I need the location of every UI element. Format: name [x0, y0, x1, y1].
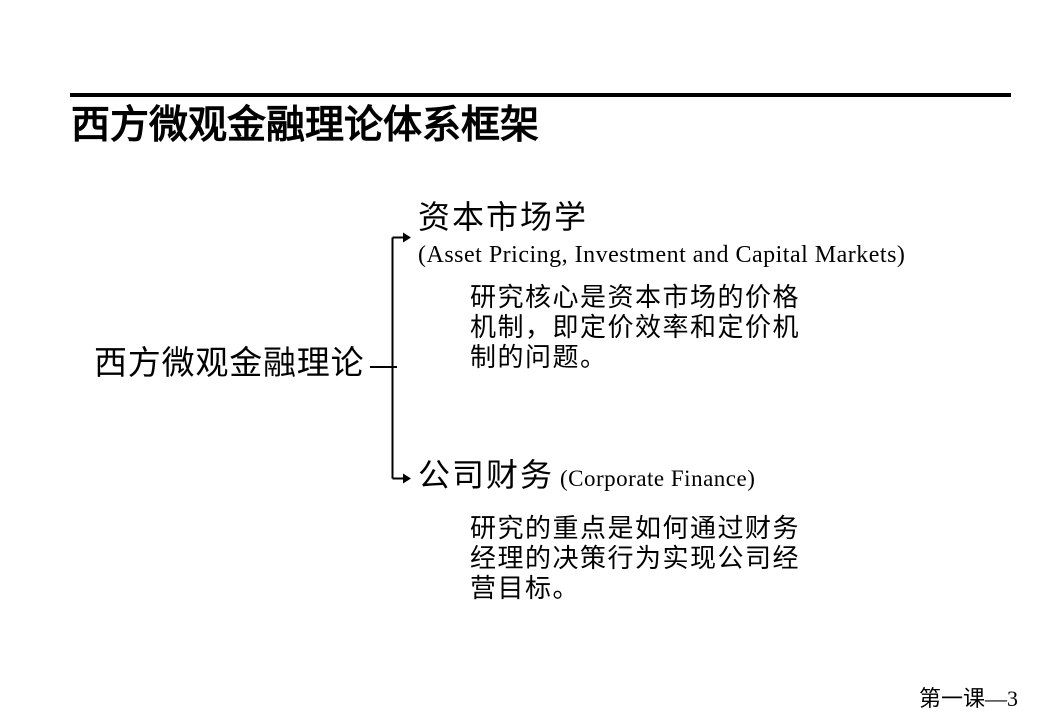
description-line: 营目标。 [470, 574, 581, 603]
description-line: 制的问题。 [470, 343, 608, 372]
arrow-right-icon [403, 473, 411, 484]
title-divider [70, 93, 1011, 97]
page-number: 第一课—3 [918, 686, 1018, 711]
page-title: 西方微观金融理论体系框架 [71, 104, 540, 147]
branch-title-zh: 公司财务 [418, 457, 555, 493]
description-line: 经理的决策行为实现公司经 [470, 544, 801, 573]
branch-description: 研究核心是资本市场的价格 机制，即定价效率和定价机 制的问题。 [470, 283, 800, 373]
description-line: 研究的重点是如何通过财务 [470, 514, 801, 543]
diagram-root-label: 西方微观金融理论 [94, 346, 365, 382]
arrow-right-icon [403, 232, 411, 243]
branch-title-zh: 资本市场学 [418, 199, 589, 235]
tree-connector [370, 232, 411, 484]
branch-title-en: (Asset Pricing, Investment and Capital M… [418, 242, 906, 268]
branch-description: 研究的重点是如何通过财务 经理的决策行为实现公司经 营目标。 [470, 514, 800, 604]
branch-title-en: (Corporate Finance) [560, 466, 756, 491]
description-line: 机制，即定价效率和定价机 [470, 313, 801, 342]
branch-title: 公司财务(Corporate Finance) [418, 457, 755, 494]
description-line: 研究核心是资本市场的价格 [470, 283, 801, 312]
